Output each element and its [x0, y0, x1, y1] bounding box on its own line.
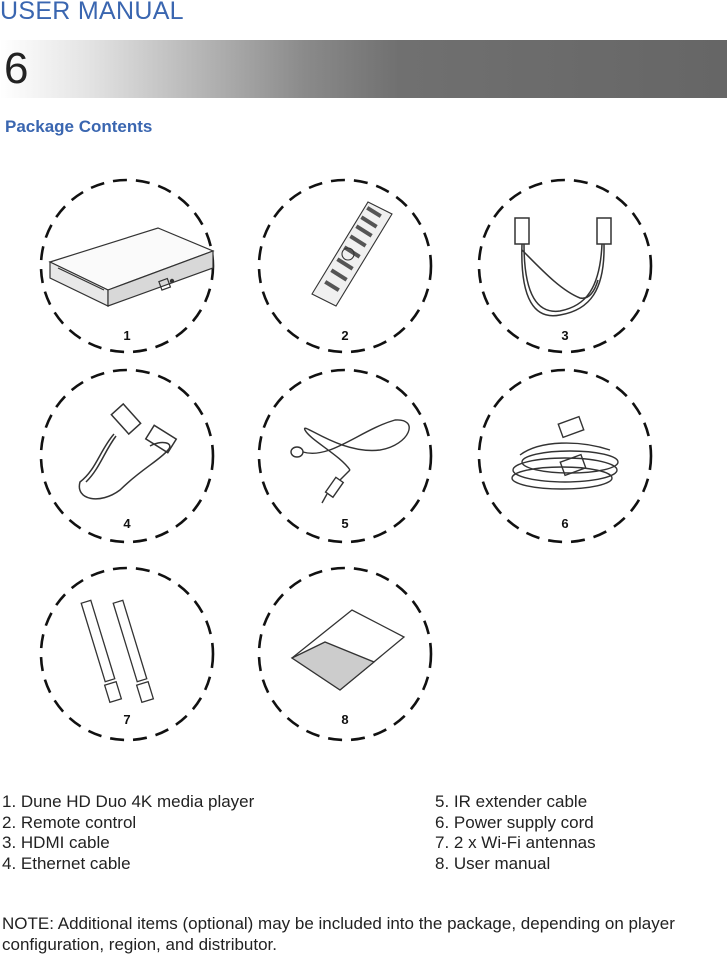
user-manual-icon: [290, 609, 406, 691]
contents-list-left: 1. Dune HD Duo 4K media player 2. Remote…: [2, 792, 254, 874]
list-item: 3. HDMI cable: [2, 833, 110, 852]
ir-extender-cable-icon: [290, 419, 410, 504]
section-title: Package Contents: [5, 117, 153, 136]
item-2-circle: [257, 178, 433, 354]
power-cord-icon: [511, 415, 619, 490]
item-7-circle: [39, 566, 215, 742]
header-band: [0, 40, 727, 98]
package-contents-figure: 1 2 3 4 5 6 7 8: [39, 178, 653, 742]
item-number-4: 4: [123, 516, 131, 531]
item-number-5: 5: [341, 516, 348, 531]
item-4-circle: [39, 368, 215, 544]
page-number: 6: [4, 44, 29, 93]
item-number-8: 8: [341, 712, 348, 727]
list-item: 6. Power supply cord: [435, 812, 594, 832]
item-5-circle: [257, 368, 433, 544]
item-6-circle: [477, 368, 653, 544]
ethernet-cable-icon: [78, 402, 178, 500]
item-number-3: 3: [561, 328, 568, 343]
item-number-2: 2: [341, 328, 348, 343]
list-item: 1. Dune HD Duo 4K media player: [2, 792, 255, 811]
wifi-antennas-icon: [80, 599, 155, 704]
contents-list-right: 5. IR extender cable 6. Power supply cor…: [435, 792, 596, 874]
note-text: NOTE: Additional items (optional) may be…: [2, 914, 675, 954]
list-item: 5. IR extender cable: [435, 792, 588, 811]
media-player-icon: [48, 227, 215, 307]
list-item: 8. User manual: [435, 853, 551, 873]
hdmi-cable-icon: [514, 217, 612, 317]
list-item: 4. Ethernet cable: [2, 853, 131, 873]
remote-control-icon: [311, 201, 393, 307]
item-number-7: 7: [123, 712, 130, 727]
list-item: 2. Remote control: [2, 812, 137, 832]
list-item: 7. 2 x Wi-Fi antennas: [435, 833, 596, 852]
item-8-circle: [257, 566, 433, 742]
item-3-circle: [477, 178, 653, 354]
item-number-6: 6: [561, 516, 568, 531]
item-number-1: 1: [123, 328, 130, 343]
header-title: USER MANUAL: [0, 0, 184, 25]
